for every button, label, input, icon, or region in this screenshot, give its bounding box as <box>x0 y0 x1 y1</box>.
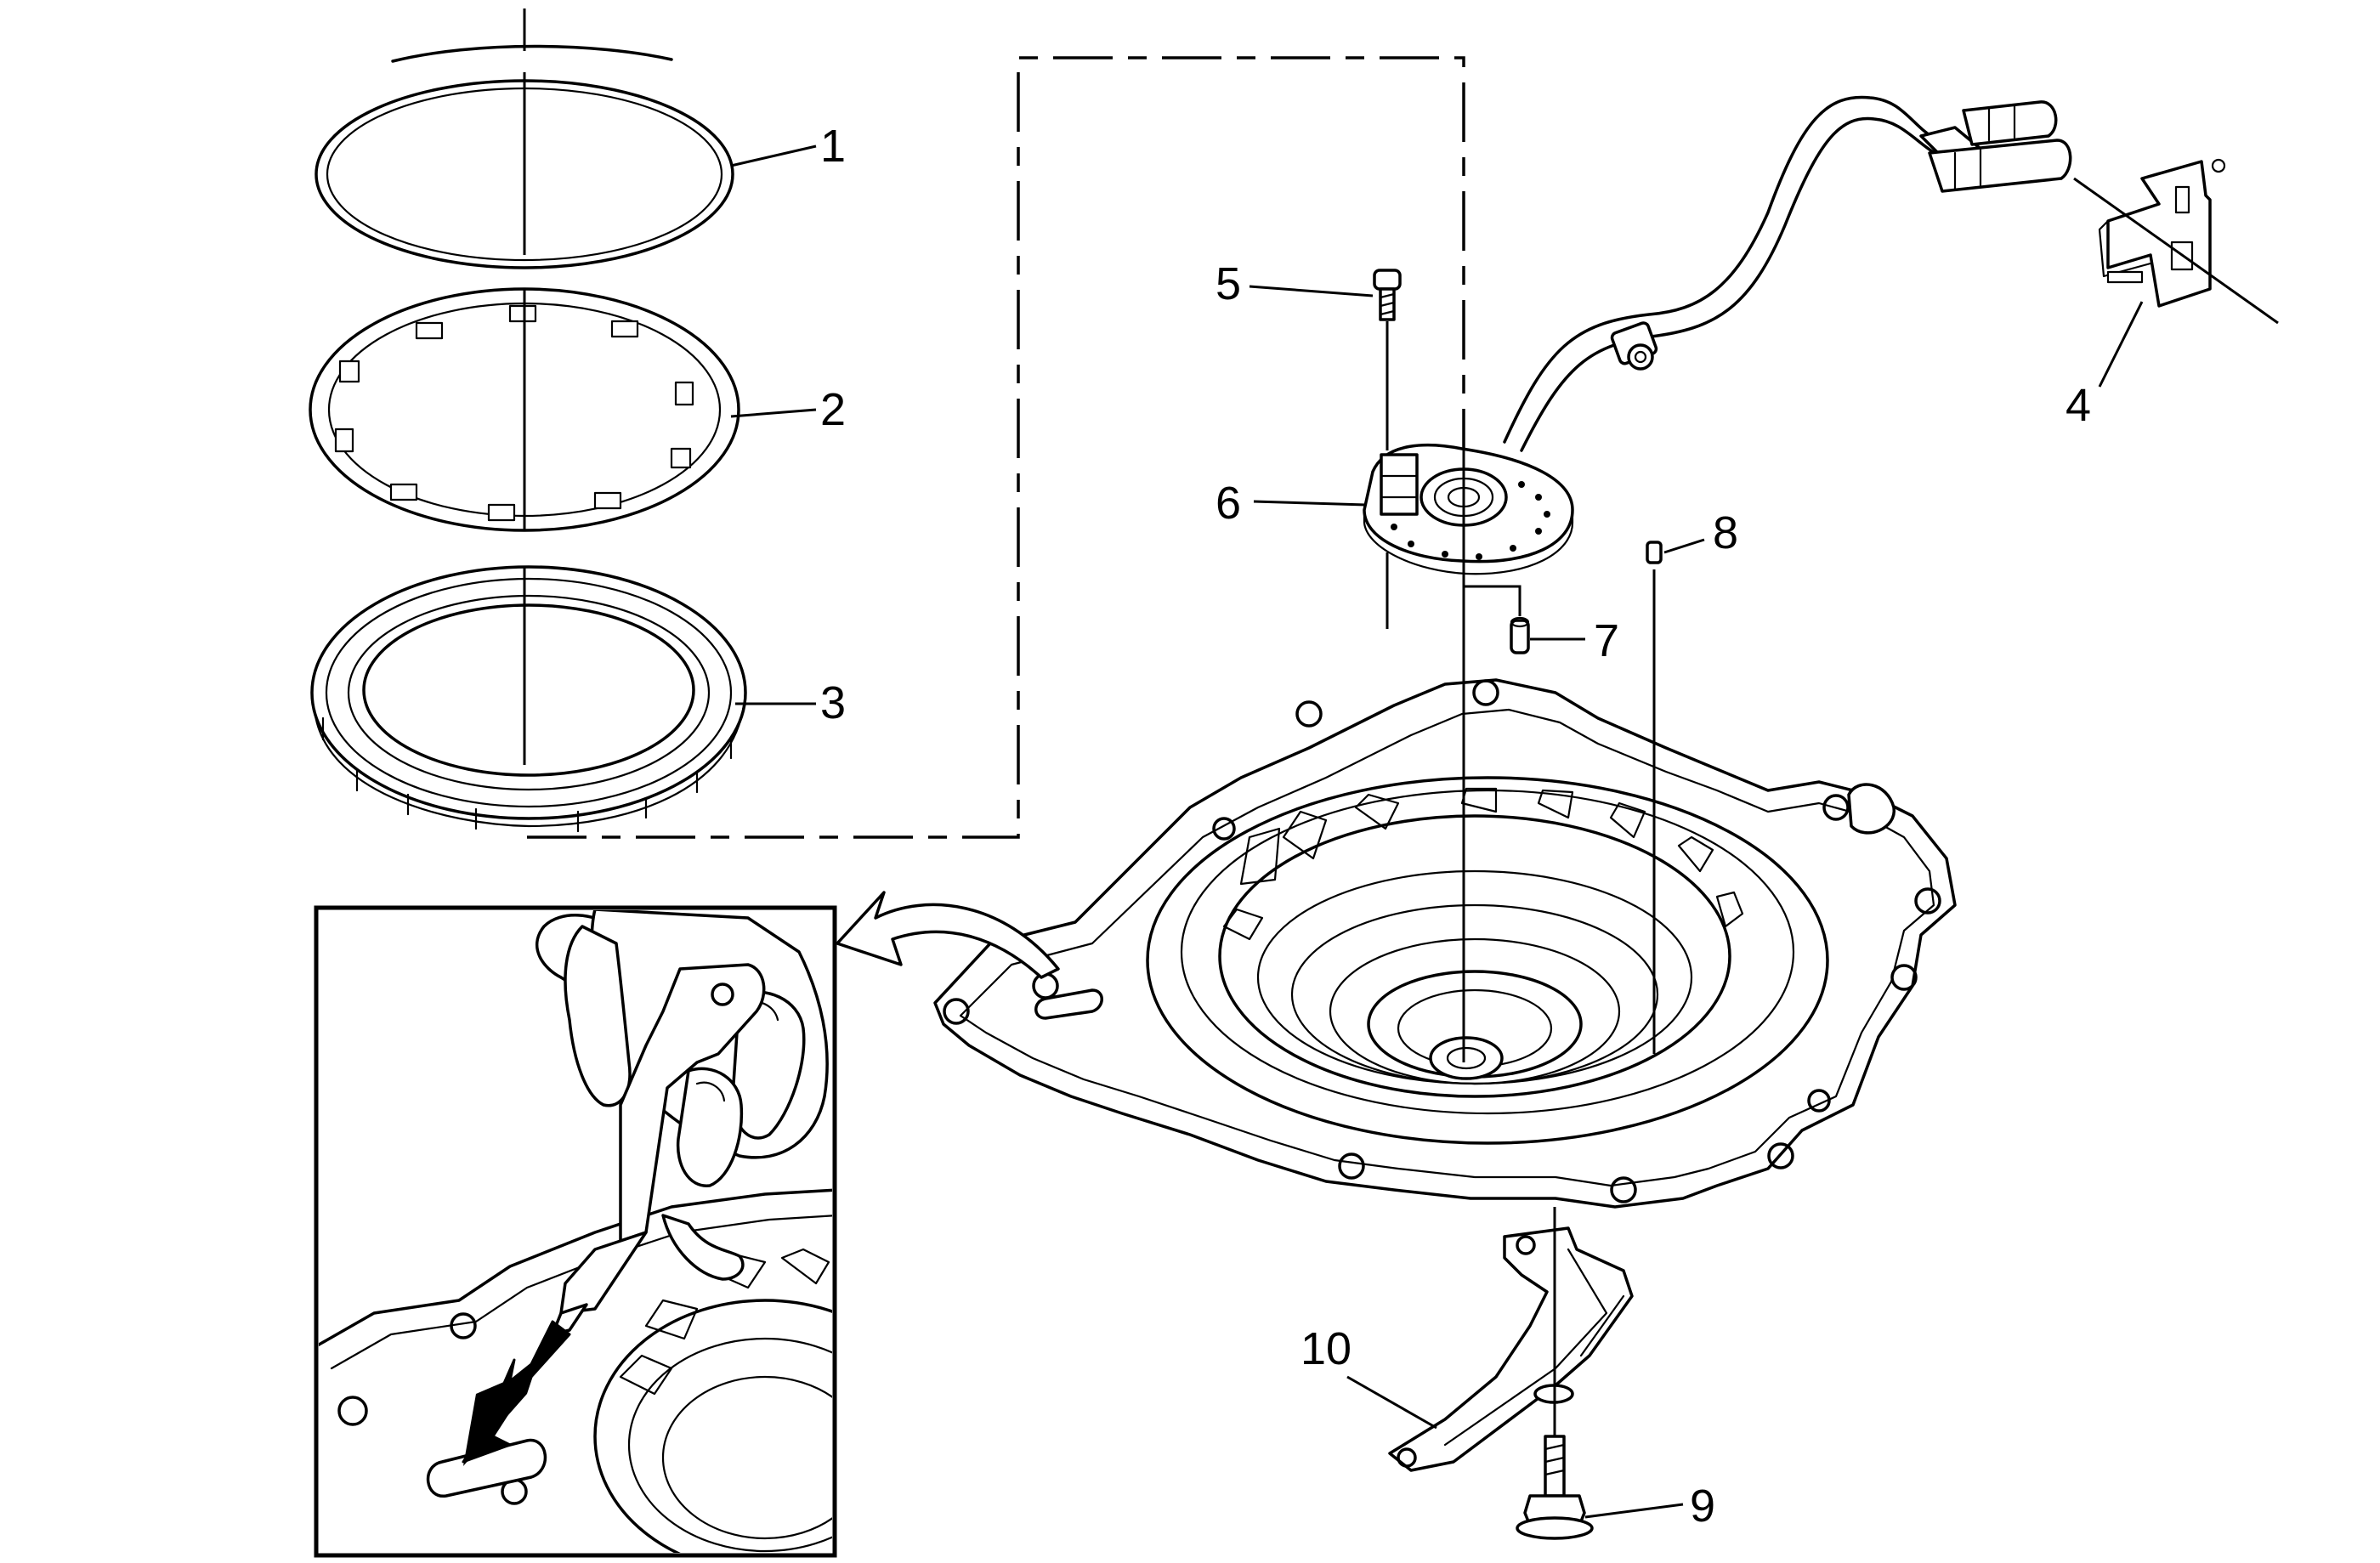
callout-6: 6 <box>1216 478 1241 529</box>
transmission-housing <box>933 678 1957 1209</box>
down-left-arrow-icon <box>462 1320 571 1466</box>
inset-detail-view <box>314 905 837 1558</box>
sensor-ring-dots <box>1391 481 1550 560</box>
assembly-axis-lines <box>523 8 2279 1436</box>
callout-leader-lines <box>730 144 2144 1519</box>
callout-5: 5 <box>1216 258 1241 309</box>
part-4-bracket <box>2098 158 2226 308</box>
callout-labels: 1 2 3 4 5 6 7 8 9 10 <box>820 121 2091 1532</box>
callout-9: 9 <box>1690 1481 1715 1532</box>
part-8-dowel <box>1646 541 1663 564</box>
part-7-pin <box>1510 616 1530 654</box>
inset-housing <box>319 1188 832 1553</box>
callout-3: 3 <box>820 677 846 728</box>
callout-1: 1 <box>820 121 846 172</box>
part-4-wiring-harness <box>1503 95 2072 452</box>
callout-8: 8 <box>1713 507 1738 558</box>
part-9-flange-bolt <box>1516 1435 1594 1540</box>
callout-4: 4 <box>2066 380 2091 431</box>
part-10-wiring-guide <box>1388 1226 1634 1472</box>
callout-2: 2 <box>820 384 846 435</box>
callout-10: 10 <box>1300 1323 1352 1374</box>
part-3-piston <box>310 565 747 833</box>
part-5-bolt <box>1373 269 1402 321</box>
part-6-sensor-ring <box>1363 443 1574 575</box>
callout-7: 7 <box>1594 615 1619 666</box>
curved-arrow-icon <box>836 891 1060 979</box>
dashed-grouping-line <box>527 56 1465 839</box>
